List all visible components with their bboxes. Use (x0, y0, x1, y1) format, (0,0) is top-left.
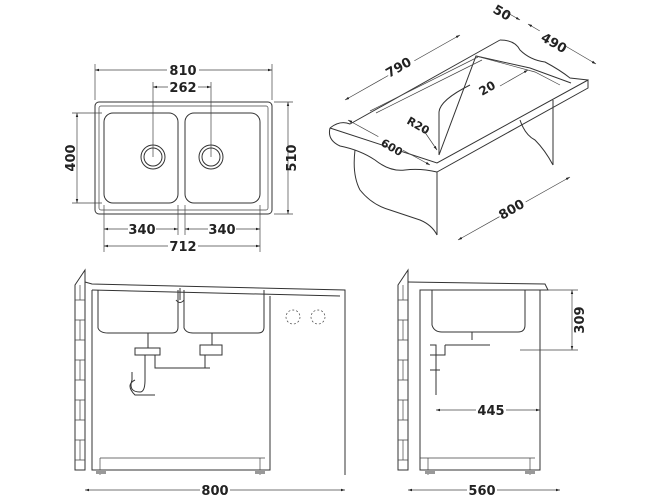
dim-340-right: 340 (208, 223, 235, 238)
dim-560: 560 (468, 484, 495, 499)
dim-445: 445 (477, 404, 504, 419)
dim-810: 810 (169, 64, 196, 79)
right-bowl (184, 112, 261, 204)
dim-490: 490 (538, 30, 569, 57)
dim-712: 712 (169, 240, 196, 255)
dim-20: 20 (477, 78, 498, 98)
sink-outline (94, 101, 273, 215)
dim-r20: R20 (405, 114, 432, 137)
side-view: 309 445 560 (397, 268, 588, 499)
dim-340-left: 340 (128, 223, 155, 238)
front-view: 800 (74, 268, 346, 499)
cutout-isometric-view: 50 490 790 20 R20 600 800 (329, 2, 597, 241)
dim-50: 50 (490, 2, 513, 24)
dim-309: 309 (573, 306, 588, 333)
dim-262: 262 (169, 81, 196, 96)
dim-400: 400 (64, 144, 79, 171)
dim-800-front: 800 (201, 484, 228, 499)
top-view: 810 262 400 510 340 340 712 (64, 62, 300, 255)
left-bowl (103, 112, 179, 204)
dim-510: 510 (285, 144, 300, 171)
